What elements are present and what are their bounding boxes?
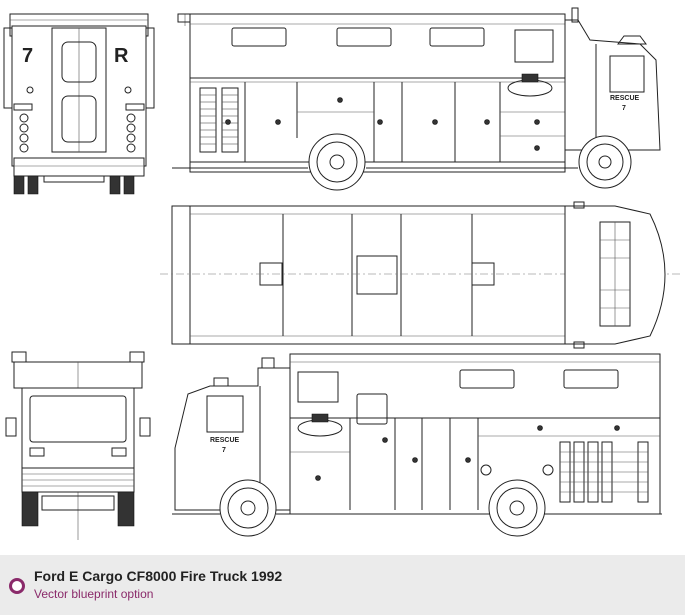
caption-subtitle: Vector blueprint option (34, 587, 154, 601)
caption-title: Ford E Cargo CF8000 Fire Truck 1992 (34, 568, 283, 584)
rear-view: 7 R (4, 14, 154, 194)
blueprint-drawing: 7 R (0, 0, 685, 555)
left-side-view: RESCUE 7 (172, 354, 662, 536)
right-side-view: RESCUE 7 (172, 8, 660, 190)
left-side-number: 7 (222, 447, 226, 454)
right-side-rescue-text: RESCUE (610, 95, 640, 102)
bullet-icon (9, 578, 25, 594)
top-view (160, 202, 680, 348)
rear-decal-right: R (114, 45, 129, 67)
caption-bar (0, 555, 685, 615)
front-view (6, 352, 150, 540)
rear-decal-left: 7 (22, 45, 33, 67)
right-side-number: 7 (622, 105, 626, 112)
left-side-rescue-text: RESCUE (210, 437, 240, 444)
